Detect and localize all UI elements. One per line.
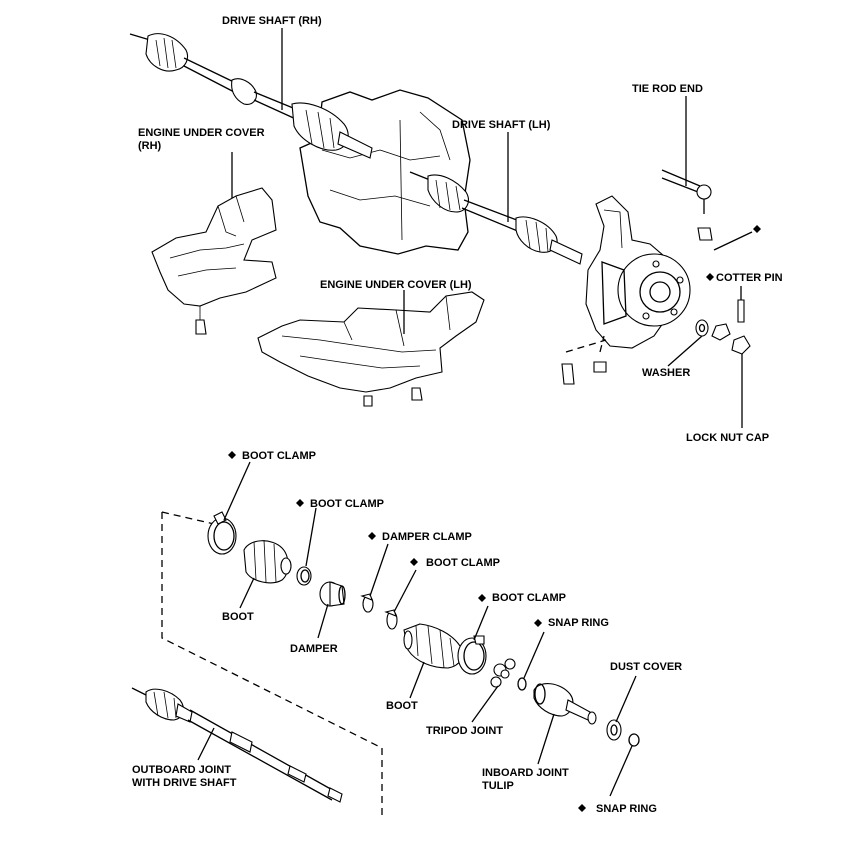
label-drive-shaft-rh: DRIVE SHAFT (RH) [222, 15, 322, 27]
inboard-joint-tulip-part [533, 683, 597, 725]
engine-under-cover-lh [257, 291, 485, 407]
boot-clamp-3-part [384, 609, 398, 630]
outboard-joint-drive-shaft-part [131, 687, 343, 803]
label-cotter-pin: COTTER PIN [716, 272, 783, 284]
leader-boot-clamp-1 [223, 461, 251, 521]
label-boot-clamp-1: BOOT CLAMP [242, 450, 316, 462]
drive-shaft-rh [129, 33, 373, 159]
label-snap-ring-2: SNAP RING [596, 803, 657, 815]
tie-rod-end [661, 169, 713, 241]
diamond-icon [368, 532, 376, 540]
cotter-pin [706, 273, 745, 323]
leader-washer [667, 335, 703, 367]
diamond-icon [410, 558, 418, 566]
label-boot-1: BOOT [222, 611, 254, 623]
label-dust-cover: DUST COVER [610, 661, 682, 673]
leader-boot-clamp-4 [473, 605, 489, 641]
cotter-pin-upper [713, 225, 761, 251]
leader-inboard-joint [537, 713, 555, 765]
leader-damper [317, 603, 329, 639]
label-inboard-joint-1: INBOARD JOINT [482, 767, 569, 779]
engine-under-cover-rh [151, 187, 277, 335]
washer-and-nuts [695, 319, 751, 355]
dashed-enclosure [161, 511, 383, 820]
label-outboard-joint-2: WITH DRIVE SHAFT [132, 777, 237, 789]
leader-dust-cover [615, 675, 637, 723]
label-lock-nut-cap: LOCK NUT CAP [686, 432, 769, 444]
boot-1-part [243, 539, 292, 584]
snap-ring-2-part [628, 733, 640, 747]
diamond-icon [578, 804, 586, 812]
damper-part [319, 581, 346, 607]
label-boot-2: BOOT [386, 700, 418, 712]
label-engine-under-cover-rh-2: (RH) [138, 140, 162, 152]
leader-outboard-joint [197, 727, 215, 761]
diamond-icon [228, 451, 236, 459]
diamond-icon [706, 273, 714, 281]
boot-2-part [403, 623, 463, 669]
damper-clamp-part [360, 593, 374, 613]
leader-boot-1 [239, 577, 255, 609]
diamond-icon [534, 619, 542, 627]
label-inboard-joint-2: TULIP [482, 780, 514, 792]
label-snap-ring-1: SNAP RING [548, 617, 609, 629]
snap-ring-1-part [517, 677, 527, 691]
leader-boot-clamp-2 [305, 507, 317, 567]
leader-damper-clamp [369, 543, 389, 597]
leader-boot-2 [409, 661, 425, 699]
tripod-joint-part [490, 658, 516, 688]
label-boot-clamp-2: BOOT CLAMP [310, 498, 384, 510]
boot-clamp-2-part [296, 566, 312, 586]
label-engine-under-cover-rh-1: ENGINE UNDER COVER [138, 127, 265, 139]
diamond-icon [296, 499, 304, 507]
label-washer: WASHER [642, 367, 690, 379]
leader-boot-clamp-3 [393, 569, 417, 613]
label-tripod-joint: TRIPOD JOINT [426, 725, 503, 737]
label-damper: DAMPER [290, 643, 338, 655]
leader-snap-ring-1 [523, 631, 545, 679]
label-boot-clamp-4: BOOT CLAMP [492, 592, 566, 604]
drive-shaft-lh [409, 171, 583, 265]
label-damper-clamp: DAMPER CLAMP [382, 531, 472, 543]
label-outboard-joint-1: OUTBOARD JOINT [132, 764, 231, 776]
leader-snap-ring-2 [609, 745, 633, 797]
boot-clamp-1-part [207, 511, 237, 555]
steering-knuckle-hub [561, 195, 691, 385]
label-tie-rod-end: TIE ROD END [632, 83, 703, 95]
label-drive-shaft-lh: DRIVE SHAFT (LH) [452, 119, 551, 131]
leader-tripod-joint [471, 685, 499, 723]
label-boot-clamp-3: BOOT CLAMP [426, 557, 500, 569]
diamond-icon [478, 594, 486, 602]
boot-clamp-4-part [457, 635, 487, 675]
label-engine-under-cover-lh: ENGINE UNDER COVER (LH) [320, 279, 472, 291]
dust-cover-part [606, 719, 622, 741]
